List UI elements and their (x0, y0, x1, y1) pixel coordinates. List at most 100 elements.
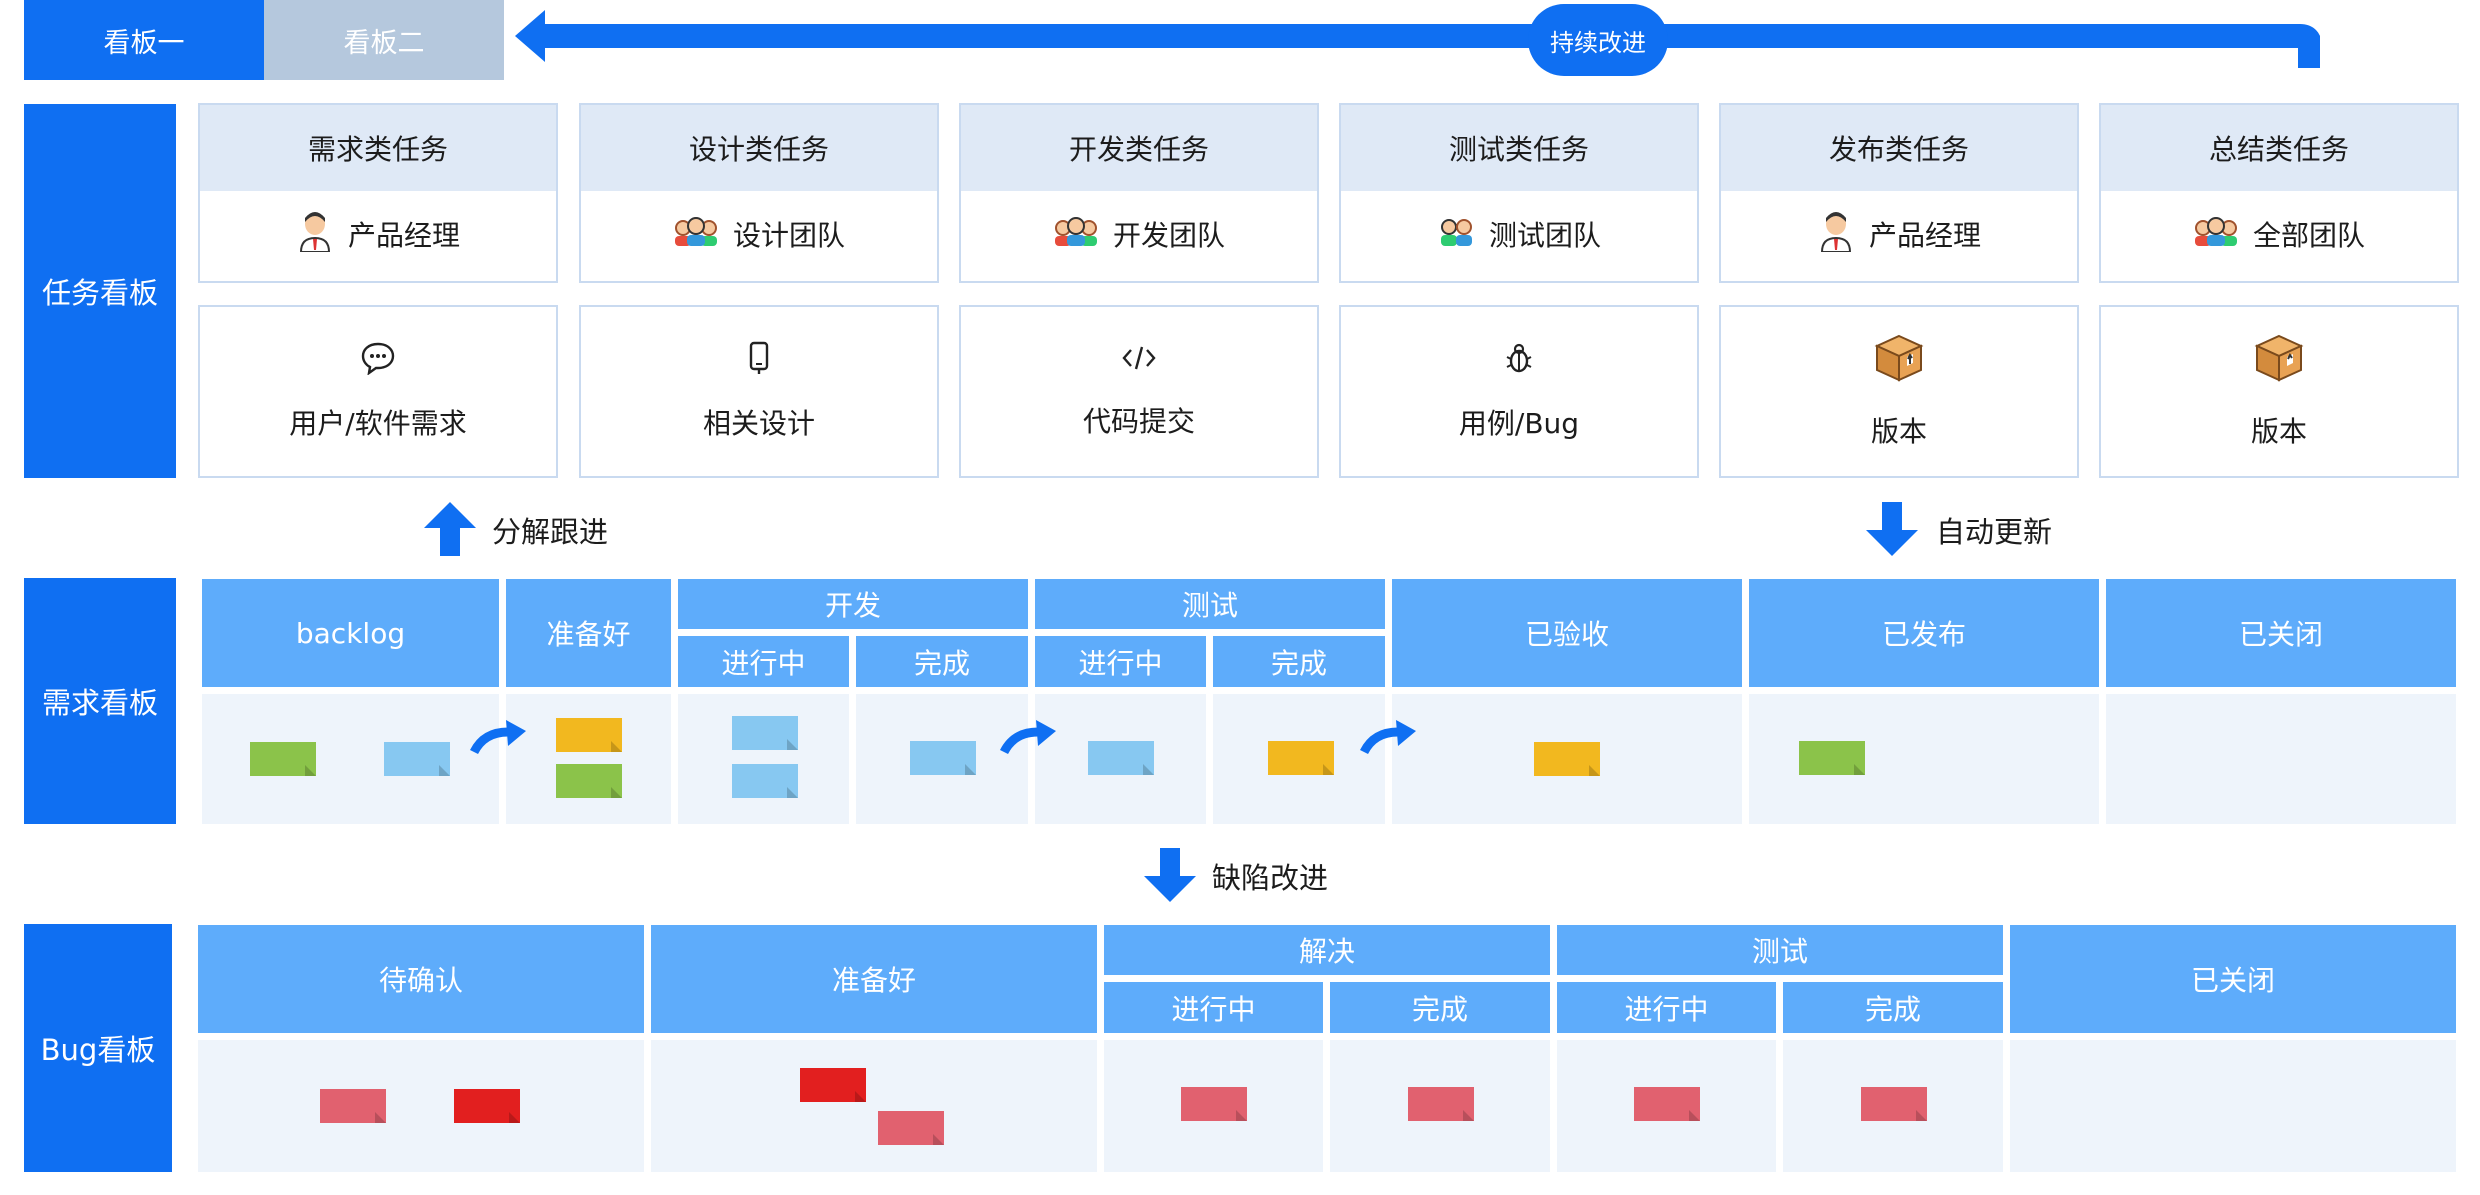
artifact-label: 相关设计 (702, 407, 815, 440)
artifact-card-development[interactable]: 代码提交 (959, 305, 1319, 478)
task-title: 总结类任务 (2101, 105, 2457, 191)
req-column-header: 已验收 (1392, 579, 1742, 687)
req-column-header: 进行中 (678, 636, 849, 687)
bug-column-header: 进行中 (1557, 982, 1776, 1033)
artifact-card-requirement[interactable]: 用户/软件需求 (198, 305, 558, 478)
defect-improvement-label: 缺陷改进 (1212, 861, 1329, 895)
sticky-note[interactable] (732, 716, 798, 750)
task-team-label: 产品经理 (1868, 219, 1981, 252)
bug-group-header-solve: 解决 (1104, 925, 1550, 975)
task-team: 产品经理 (200, 191, 556, 277)
task-card-design[interactable]: 设计类任务 设计团队 (579, 103, 939, 283)
sticky-note[interactable] (1634, 1087, 1700, 1121)
product-manager-icon (1817, 210, 1855, 259)
requirement-board-label: 需求看板 (24, 578, 176, 824)
move-arrow-icon (1000, 720, 1056, 755)
defect-down-arrow (1144, 848, 1196, 902)
artifact-card-release[interactable]: 版本 (1719, 305, 2079, 478)
req-column-header: backlog (202, 579, 499, 687)
decompose-up-arrow (424, 502, 476, 556)
continuous-improvement-arrow (515, 10, 2320, 68)
task-board-label: 任务看板 (24, 104, 176, 478)
artifact-card-summary[interactable]: 版本 (2099, 305, 2459, 478)
bug-group-header-test: 测试 (1557, 925, 2003, 975)
sticky-note[interactable] (556, 718, 622, 752)
task-team: 开发团队 (961, 191, 1317, 277)
package-icon (2253, 333, 2305, 390)
req-column-header: 进行中 (1035, 636, 1206, 687)
bug-column-header: 完成 (1783, 982, 2003, 1033)
req-column-body (202, 694, 499, 824)
artifact-card-design[interactable]: 相关设计 (579, 305, 939, 478)
tab-board-two[interactable]: 看板二 (264, 0, 504, 80)
task-team: 全部团队 (2101, 191, 2457, 277)
move-arrow-icon (1360, 720, 1416, 755)
tab-board-one[interactable]: 看板一 (24, 0, 264, 80)
bug-column-body (2010, 1040, 2456, 1172)
task-title: 测试类任务 (1341, 105, 1697, 191)
sticky-note[interactable] (732, 764, 798, 798)
team-icon (1053, 216, 1099, 253)
req-group-header-test: 测试 (1035, 579, 1385, 629)
task-team: 测试团队 (1341, 191, 1697, 277)
sticky-note[interactable] (910, 741, 976, 775)
task-card-release[interactable]: 发布类任务 产品经理 (1719, 103, 2079, 283)
artifact-label: 代码提交 (1082, 405, 1195, 438)
team-icon (673, 216, 719, 253)
req-column-header: 已关闭 (2106, 579, 2456, 687)
task-team: 产品经理 (1721, 191, 2077, 277)
decompose-label: 分解跟进 (492, 515, 609, 549)
sticky-note[interactable] (1088, 741, 1154, 775)
task-card-summary[interactable]: 总结类任务 全部团队 (2099, 103, 2459, 283)
auto-update-label: 自动更新 (1936, 515, 2053, 549)
task-title: 需求类任务 (200, 105, 556, 191)
req-column-body (2106, 694, 2456, 824)
task-card-requirement[interactable]: 需求类任务 产品经理 (198, 103, 558, 283)
package-icon (1873, 333, 1925, 390)
continuous-improvement-badge: 持续改进 (1528, 4, 1668, 76)
code-icon (1121, 343, 1157, 380)
sticky-note[interactable] (1534, 742, 1600, 776)
task-card-development[interactable]: 开发类任务 开发团队 (959, 103, 1319, 283)
sticky-note[interactable] (1799, 741, 1865, 775)
sticky-note[interactable] (454, 1089, 520, 1123)
sticky-note[interactable] (878, 1111, 944, 1145)
task-team-label: 开发团队 (1112, 219, 1225, 252)
artifact-label: 用例/Bug (1458, 407, 1580, 440)
bug-column-body (198, 1040, 644, 1172)
sticky-note[interactable] (556, 764, 622, 798)
sticky-note[interactable] (384, 742, 450, 776)
sticky-note[interactable] (320, 1089, 386, 1123)
product-manager-icon (296, 210, 334, 259)
bug-column-header: 已关闭 (2010, 925, 2456, 1033)
move-arrow-icon (470, 720, 526, 755)
req-column-header: 准备好 (506, 579, 671, 687)
chat-bubble-icon (360, 341, 396, 382)
req-column-header: 完成 (856, 636, 1028, 687)
task-team-label: 全部团队 (2252, 219, 2365, 252)
team-icon (2193, 216, 2239, 253)
task-card-testing[interactable]: 测试类任务 测试团队 (1339, 103, 1699, 283)
bug-column-body (651, 1040, 1097, 1172)
sticky-note[interactable] (800, 1068, 866, 1102)
bug-column-header: 准备好 (651, 925, 1097, 1033)
sticky-note[interactable] (1181, 1087, 1247, 1121)
task-team-label: 设计团队 (732, 219, 845, 252)
sticky-note[interactable] (1861, 1087, 1927, 1121)
artifact-card-testing[interactable]: 用例/Bug (1339, 305, 1699, 478)
req-column-header: 完成 (1213, 636, 1385, 687)
sticky-note[interactable] (1268, 741, 1334, 775)
auto-update-down-arrow (1866, 502, 1918, 556)
req-column-body (506, 694, 671, 824)
sticky-note[interactable] (1408, 1087, 1474, 1121)
req-column-body (678, 694, 849, 824)
bug-icon (1504, 341, 1534, 382)
task-title: 发布类任务 (1721, 105, 2077, 191)
artifact-label: 版本 (1870, 415, 1927, 448)
phone-icon (748, 341, 770, 382)
sticky-note[interactable] (250, 742, 316, 776)
req-group-header-dev: 开发 (678, 579, 1028, 629)
artifact-label: 版本 (2250, 415, 2307, 448)
test-team-icon (1437, 216, 1475, 253)
task-title: 开发类任务 (961, 105, 1317, 191)
